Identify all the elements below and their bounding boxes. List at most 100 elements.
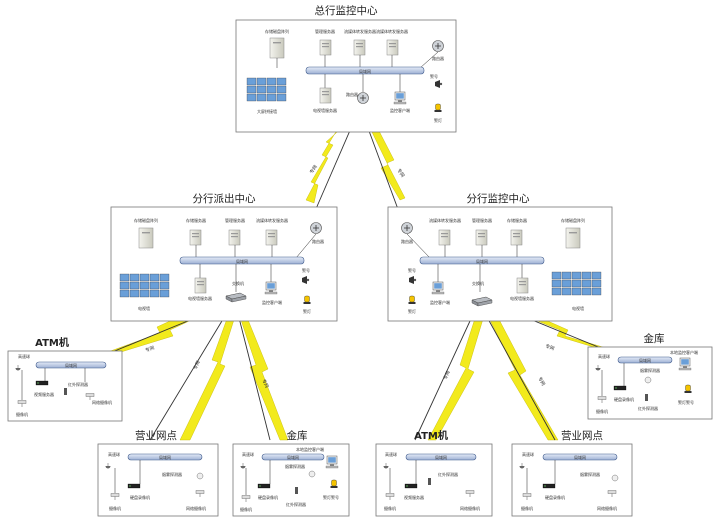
vault-left-local-client-label: 本地监控客户端 (296, 446, 324, 452)
branch-right-dome-label: 高速球 (522, 451, 534, 457)
hq-mgmt-server-icon (319, 39, 332, 56)
right-branch-storage-server-icon (510, 229, 523, 246)
right-branch-media-label: 流媒体转发服务器 (429, 217, 461, 223)
vault-left-alarm-label: 警灯警号 (323, 494, 339, 500)
right-branch-alarm-light-label: 警灯 (408, 308, 416, 314)
vault-right-light-icon (684, 384, 692, 394)
left-branch-alarm-light-label: 警灯 (303, 308, 311, 314)
branch-right-site: 营业网点 高速球 局域网 烟雾探测器 硬盘录像机 摄像机 网络摄像机 (511, 429, 633, 517)
branch-right-ip-camera-label: 网络摄像机 (597, 505, 617, 511)
link-bolt-hq-left (305, 124, 346, 204)
branch-right-camera-label: 摄像机 (521, 505, 533, 511)
hq-center: 总行监控中心 存储磁盘阵列 管理服务器 流媒体转发服务器 流媒体转发服务器 路由… (235, 4, 457, 133)
hq-light-icon (434, 103, 442, 113)
atm-left-site: ATM机 高速球 局域网 视频服务器 红外探测器 网络摄像机 摄像机 (7, 336, 123, 422)
vault-left-dvr-icon (257, 483, 271, 489)
vault-left-camera-label: 摄像机 (240, 506, 252, 512)
left-branch-lan-bar (179, 256, 305, 265)
vault-right-dvr-label: 硬盘录像机 (614, 396, 634, 402)
atm-left-lan-bar (35, 361, 107, 369)
link-label-vault-left: 专网 (260, 378, 270, 390)
hq-lan-label: 局域网 (359, 68, 371, 74)
right-branch-center: 分行监控中心 路由器 流媒体转发服务器 管理服务器 存储服务器 存储磁盘阵列 局… (387, 192, 613, 322)
right-branch-tvwall-server-label: 电视墙服务器 (510, 295, 534, 301)
atm-left-camera-label: 摄像机 (16, 411, 28, 417)
atm-right-video-server-label: 视频服务器 (404, 494, 424, 500)
branch-right-smoke-label: 烟雾探测器 (580, 471, 600, 477)
branch-right-lan-bar (542, 453, 618, 461)
hq-title: 总行监控中心 (315, 4, 378, 17)
vault-right-local-client-icon (678, 357, 692, 371)
vault-right-lan-bar (617, 356, 673, 364)
link-label-atm-right: 专网 (441, 369, 451, 381)
hq-media-server2-icon (386, 39, 399, 56)
branch-right-title: 营业网点 (561, 429, 603, 442)
vault-left-ir-label: 红外探测器 (286, 501, 306, 507)
branch-right-dvr-icon (542, 483, 556, 489)
atm-left-lan-label: 局域网 (65, 362, 77, 368)
atm-left-box (7, 350, 123, 422)
atm-right-lan-label: 局域网 (435, 454, 447, 460)
hq-storage-label: 存储磁盘阵列 (265, 28, 289, 34)
branch-left-dvr-label: 硬盘录像机 (130, 494, 150, 500)
right-branch-title: 分行监控中心 (467, 192, 530, 205)
right-branch-storage-server-label: 存储服务器 (507, 217, 527, 223)
link-label-branch-left: 专网 (191, 359, 201, 371)
vault-right-camera-label: 摄像机 (596, 408, 608, 414)
atm-right-title: ATM机 (414, 429, 448, 442)
hq-router-bottom-icon (357, 92, 369, 104)
hq-lan-bar (305, 66, 425, 75)
left-branch-storage-icon (138, 227, 154, 249)
left-branch-center: 分行派出中心 存储磁盘阵列 存储服务器 管理服务器 流媒体转发服务器 路由器 局… (110, 192, 338, 322)
atm-right-ip-camera-label: 网络摄像机 (460, 505, 480, 511)
vault-left-dvr-label: 硬盘录像机 (258, 494, 278, 500)
link-label-branch-right: 专网 (536, 376, 547, 388)
vault-right-site: 金库 高速球 本地监控客户端 局域网 烟雾探测器 硬盘录像机 摄像机 红外探测器… (587, 332, 713, 420)
left-branch-mgmt-server-icon (228, 229, 241, 246)
atm-right-video-server-icon (404, 483, 418, 489)
right-branch-lan-label: 局域网 (476, 258, 488, 264)
right-branch-lan-bar (419, 256, 545, 265)
atm-left-video-server-icon (35, 380, 49, 386)
right-branch-media-server-icon (438, 229, 451, 246)
atm-left-title: ATM机 (35, 336, 69, 349)
branch-right-lan-label: 局域网 (574, 454, 586, 460)
branch-right-smoke-icon (611, 474, 619, 482)
hq-router-top-label: 路由器 (432, 55, 444, 61)
atm-left-ir-label: 红外探测器 (68, 381, 88, 387)
branch-left-dome-label: 高速球 (108, 451, 120, 457)
hq-monitor-client-label: 监控客户端 (390, 107, 410, 113)
vault-left-site: 金库 高速球 本地监控客户端 局域网 烟雾探测器 硬盘录像机 摄像机 红外探测器… (232, 429, 350, 517)
vault-left-smoke-label: 烟雾探测器 (285, 463, 305, 469)
left-branch-alarm-label: 警号 (302, 267, 310, 273)
vault-left-title: 金库 (287, 429, 308, 442)
left-branch-storage-label: 存储磁盘阵列 (134, 217, 158, 223)
hq-media2-label: 流媒体转发服务器 (376, 28, 408, 34)
hq-router-bottom-label: 路由器 (346, 91, 358, 97)
vault-right-dvr-icon (613, 385, 627, 391)
left-branch-lan-label: 局域网 (236, 258, 248, 264)
left-branch-media-label: 流媒体转发服务器 (256, 217, 288, 223)
right-branch-tvwall (551, 271, 602, 296)
right-branch-mgmt-label: 管理服务器 (472, 217, 492, 223)
branch-left-title: 营业网点 (135, 429, 177, 442)
vault-left-local-client-icon (325, 455, 339, 469)
right-branch-router-icon (401, 222, 413, 234)
branch-left-camera-label: 摄像机 (109, 505, 121, 511)
atm-left-ip-camera-label: 网络摄像机 (92, 399, 112, 405)
left-branch-monitor-client-icon (264, 281, 278, 295)
right-branch-light-icon (408, 295, 416, 305)
link-bolt-hq-right (370, 124, 406, 201)
right-branch-tvwall-label: 电视墙 (572, 305, 584, 311)
link-bolt-branch-left (179, 304, 239, 441)
hq-media-label: 流媒体转发服务器 (344, 28, 376, 34)
link-labels: 专网 专网 专网 专网 专网 专网 专网 专网 (144, 163, 555, 389)
right-branch-monitor-client-label: 监控客户端 (430, 299, 450, 305)
branch-left-lan-label: 局域网 (159, 454, 171, 460)
right-branch-mgmt-server-icon (475, 229, 488, 246)
right-branch-storage-icon (565, 227, 581, 249)
atm-right-ir-icon (428, 478, 431, 485)
branch-left-dvr-icon (127, 483, 141, 489)
right-branch-alarm-label: 警号 (408, 267, 416, 273)
atm-left-video-server-label: 视频服务器 (34, 391, 54, 397)
